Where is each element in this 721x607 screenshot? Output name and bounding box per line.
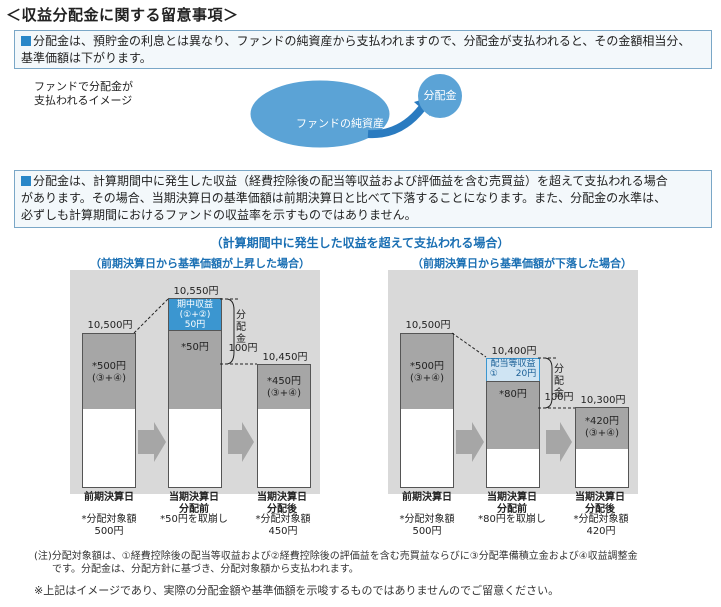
right-arrow-icon: [138, 422, 166, 462]
square-bullet-icon: [21, 36, 31, 46]
right-bar1-text2: (③+④): [409, 373, 445, 384]
left-bar2-mid: [168, 330, 222, 365]
right-label-before: 当期決算日 分配前: [487, 492, 537, 515]
right-label-after: 当期決算日 分配後: [575, 492, 625, 515]
image-caption: ファンドで分配金が 支払われるイメージ: [34, 80, 133, 107]
main-heading: （計算期間中に発生した収益を超えて支払われる場合）: [210, 236, 510, 250]
net-assets-label: ファンドの純資産: [296, 117, 384, 130]
left-label-before: 当期決算日 分配前: [169, 492, 219, 515]
footnote-2: ※上記はイメージであり、実際の分配金額や基準価額を示唆するものではありませんので…: [34, 584, 560, 597]
left-distribution-label: 分 配 金: [236, 310, 246, 345]
left-sub-after: *分配対象額 450円: [255, 514, 311, 537]
right-sub-before: *80円を取崩し: [478, 514, 546, 525]
left-bar3-value: 10,450円: [262, 352, 308, 363]
right-bar3-lower: [575, 449, 629, 488]
right-sub-prev: *分配対象額 500円: [399, 514, 455, 537]
left-bar2-upper: [168, 364, 222, 410]
left-bar3-text2: (③+④): [266, 388, 302, 399]
notice-box-1: 分配金は、預貯金の利息とは異なり、ファンドの純資産から支払われますので、分配金が…: [14, 30, 712, 69]
left-bar1-text2: (③+④): [91, 373, 127, 384]
left-bar2-income-text: 期中収益 (①+②) 50円: [176, 300, 213, 330]
left-bar2-value: 10,550円: [173, 286, 219, 297]
right-bar2-income: [486, 358, 540, 382]
right-distribution-label: 分 配 金: [554, 364, 564, 399]
left-bar3-lower: [257, 409, 311, 488]
notice-1-line-2: 基準価額は下がります。: [21, 51, 152, 65]
notice-1-line-1: 分配金は、預貯金の利息とは異なり、ファンドの純資産から支払われますので、分配金が…: [33, 34, 691, 48]
right-bar3-upper: [575, 407, 629, 451]
right-bar2-value: 10,400円: [491, 346, 537, 357]
left-bar1-text1: *500円: [91, 361, 127, 372]
notice-2-line-1: 分配金は、計算期間中に発生した収益（経費控除後の配当等収益および評価益を含む売買…: [33, 174, 668, 188]
right-heading: （前期決算日から基準価額が下落した場合）: [412, 257, 632, 270]
left-bar3-upper: [257, 364, 311, 411]
notice-box-2: 分配金は、計算期間中に発生した収益（経費控除後の配当等収益および評価益を含む売買…: [14, 170, 712, 228]
left-heading: （前期決算日から基準価額が上昇した場合）: [90, 257, 310, 270]
right-bar2-mid: [486, 381, 540, 410]
right-sub-after: *分配対象額 420円: [573, 514, 629, 537]
right-bar2-mid-text: *80円: [499, 389, 527, 400]
left-label-after: 当期決算日 分配後: [257, 492, 307, 515]
right-arrow-icon: [228, 422, 254, 462]
left-connectors: [133, 298, 257, 462]
left-sub-prev: *分配対象額 500円: [81, 514, 137, 537]
notice-2-line-3: 必ずしも計算期間におけるファンドの収益率を示すものではありません。: [21, 208, 417, 222]
left-bar2-mid-text: *50円: [181, 342, 209, 353]
notice-2-line-2: があります。その場合、当期決算日の基準価額は前期決算日と比べて下落することになり…: [21, 191, 667, 205]
left-bar2-lower: [168, 409, 222, 488]
right-bar2-lower: [486, 449, 540, 488]
left-bar1-value: 10,500円: [87, 320, 133, 331]
right-bar3-text1: *420円: [584, 416, 620, 427]
net-assets-diagram: [250, 74, 462, 149]
right-bar1-upper: [400, 333, 454, 411]
left-bar1-lower: [82, 409, 136, 488]
right-connectors: [451, 332, 575, 462]
distribution-label: 分配金: [423, 89, 457, 102]
right-bar1-lower: [400, 409, 454, 488]
left-sub-before: *50円を取崩し: [160, 514, 228, 525]
page-title: ＜収益分配金に関する留意事項＞: [6, 6, 239, 24]
left-distribution-amount: 100円: [228, 343, 258, 354]
right-arrow-icon: [546, 422, 572, 462]
left-label-prev: 前期決算日: [84, 492, 134, 503]
right-label-prev: 前期決算日: [402, 492, 452, 503]
right-bar3-value: 10,300円: [580, 395, 626, 406]
square-bullet-icon: [21, 176, 31, 186]
right-bar3-text2: (③+④): [584, 428, 620, 439]
right-bar2-income-text: 配当等収益 ① 20円: [489, 359, 537, 379]
right-bar1-text1: *500円: [409, 361, 445, 372]
left-bar3-text1: *450円: [266, 376, 302, 387]
right-distribution-amount: 100円: [544, 392, 574, 403]
right-arrow-icon: [456, 422, 484, 462]
right-bar1-value: 10,500円: [405, 320, 451, 331]
footnote-1: (注)分配対象額は、①経費控除後の配当等収益および②経費控除後の評価益を含む売買…: [34, 551, 638, 575]
